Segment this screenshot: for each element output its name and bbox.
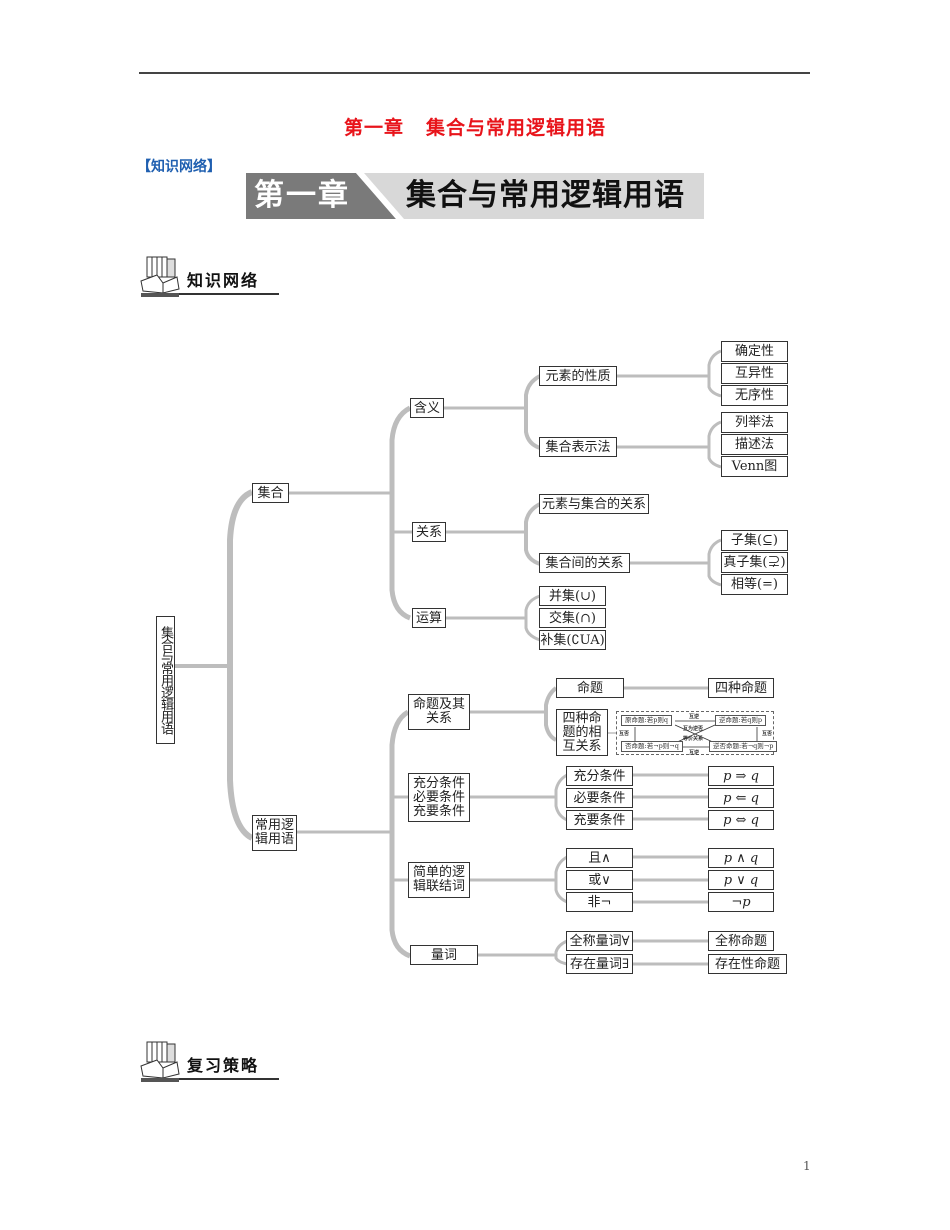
diagram-label-converse-bottom: 互逆: [689, 750, 700, 756]
banner-chapter-number: 第一章: [254, 178, 350, 213]
node-relation: 关系: [412, 522, 446, 542]
chapter-title: 第一章集合与常用逻辑用语: [0, 113, 950, 140]
diagram-inverse: 否命题:若¬p则¬q: [621, 741, 683, 752]
node-proper-subset: 真子集(⊋): [721, 552, 788, 573]
node-set: 集合: [252, 483, 289, 503]
formula-not: ¬p: [708, 892, 774, 912]
node-existential-proposition: 存在性命题: [708, 954, 787, 974]
page-number: 1: [803, 1159, 811, 1173]
node-distinctness: 互异性: [721, 363, 788, 384]
formula-sufficient: p ⇒ q: [708, 766, 774, 786]
node-four-kinds: 四种命题: [708, 678, 774, 698]
node-quantifiers: 量词: [410, 945, 478, 965]
node-not: 非¬: [566, 892, 633, 912]
node-union: 并集(∪): [539, 586, 606, 606]
node-operation: 运算: [412, 608, 446, 628]
node-description-method: 描述法: [721, 434, 788, 455]
node-conditions: 充分条件必要条件充要条件: [408, 773, 470, 822]
mindmap-root: 集合与常用逻辑用语: [156, 616, 175, 744]
node-venn-diagram: Venn图: [721, 456, 788, 477]
books-icon: [140, 256, 180, 297]
node-equal: 相等(=): [721, 574, 788, 595]
banner-background: [246, 173, 404, 219]
diagram-original: 原命题:若p则q: [621, 715, 673, 726]
diagram-label-converse: 互逆: [689, 714, 700, 720]
diagram-contrapositive: 逆否命题:若¬q则¬p: [709, 741, 778, 752]
node-set-set-relation: 集合间的关系: [539, 553, 630, 573]
node-logic: 常用逻辑用语: [252, 815, 297, 851]
node-complement: 补集(∁UA): [539, 630, 606, 650]
node-element-set-relation: 元素与集合的关系: [539, 494, 649, 514]
node-necessary: 必要条件: [566, 788, 633, 808]
diagram-label-negation-right: 互否: [762, 731, 773, 737]
node-roster-method: 列举法: [721, 412, 788, 433]
chapter-name: 集合与常用逻辑用语: [426, 117, 607, 139]
node-sufficient-necessary: 充要条件: [566, 810, 633, 830]
banner-chapter-name: 集合与常用逻辑用语: [406, 178, 685, 213]
chapter-number: 第一章: [343, 117, 404, 139]
node-sufficient: 充分条件: [566, 766, 633, 786]
diagram-converse: 逆命题:若q则p: [715, 715, 767, 726]
section-underline: [179, 293, 279, 295]
four-propositions-diagram: 原命题:若p则q 逆命题:若q则p 否命题:若¬p则¬q 逆否命题:若¬q则¬p…: [616, 711, 778, 756]
node-intersection: 交集(∩): [539, 608, 606, 628]
node-meaning: 含义: [410, 398, 444, 418]
node-determinacy: 确定性: [721, 341, 788, 362]
node-element-properties: 元素的性质: [539, 366, 617, 386]
diagram-label-contrapositive: 互为逆否: [683, 726, 704, 732]
books-icon: [140, 1041, 180, 1082]
section-underline: [179, 1078, 279, 1080]
node-existential-quantifier: 存在量词∃: [566, 954, 633, 974]
node-representation: 集合表示法: [539, 437, 617, 457]
formula-or: p ∨ q: [708, 870, 774, 890]
diagram-label-negation-left: 互否: [619, 731, 630, 737]
formula-necessary: p ⇐ q: [708, 788, 774, 808]
section-label: 复习策略: [187, 1056, 260, 1075]
chapter-banner: 第一章 集合与常用逻辑用语: [246, 173, 704, 219]
formula-sufficient-necessary: p ⇔ q: [708, 810, 774, 830]
formula-and: p ∧ q: [708, 848, 774, 868]
node-mutual-relation: 四种命题的相互关系: [556, 709, 608, 756]
node-universal-proposition: 全称命题: [708, 931, 774, 951]
node-propositions: 命题及其关系: [408, 694, 470, 730]
node-or: 或∨: [566, 870, 633, 890]
section-heading-review-strategy: 复习策略: [139, 1040, 299, 1090]
node-universal-quantifier: 全称量词∀: [566, 931, 633, 951]
node-proposition: 命题: [556, 678, 624, 698]
diagram-label-equivalence: 等价关系: [683, 736, 704, 742]
node-connectives: 简单的逻辑联结词: [408, 862, 470, 898]
section-heading-knowledge-network: 知识网络: [139, 255, 299, 305]
section-label: 知识网络: [187, 271, 260, 290]
node-and: 且∧: [566, 848, 633, 868]
header-rule: [139, 72, 810, 74]
node-unorderedness: 无序性: [721, 385, 788, 406]
node-subset: 子集(⊆): [721, 530, 788, 551]
section-tag: 【知识网络】: [137, 159, 221, 175]
